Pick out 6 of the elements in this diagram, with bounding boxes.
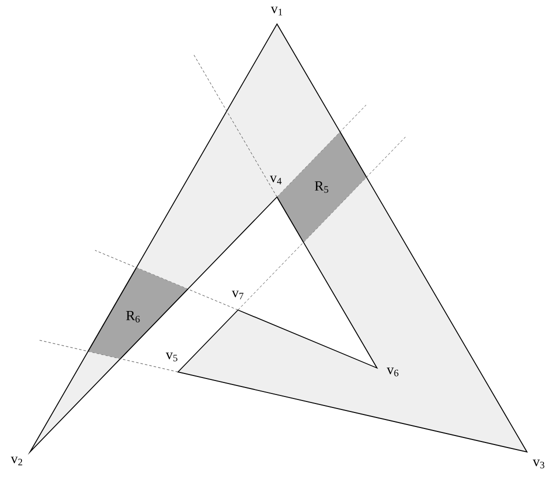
vertex-label: v$_{2}$	[10, 456, 22, 466]
vertex-label: v$_{1}$	[270, 6, 282, 16]
vertex-label: v$_{3}$	[532, 460, 544, 468]
vertex-label: v$_{7}$	[232, 290, 244, 300]
vertex-label: v$_{6}$	[386, 368, 398, 376]
vertex-label: v$_{5}$	[166, 352, 178, 362]
